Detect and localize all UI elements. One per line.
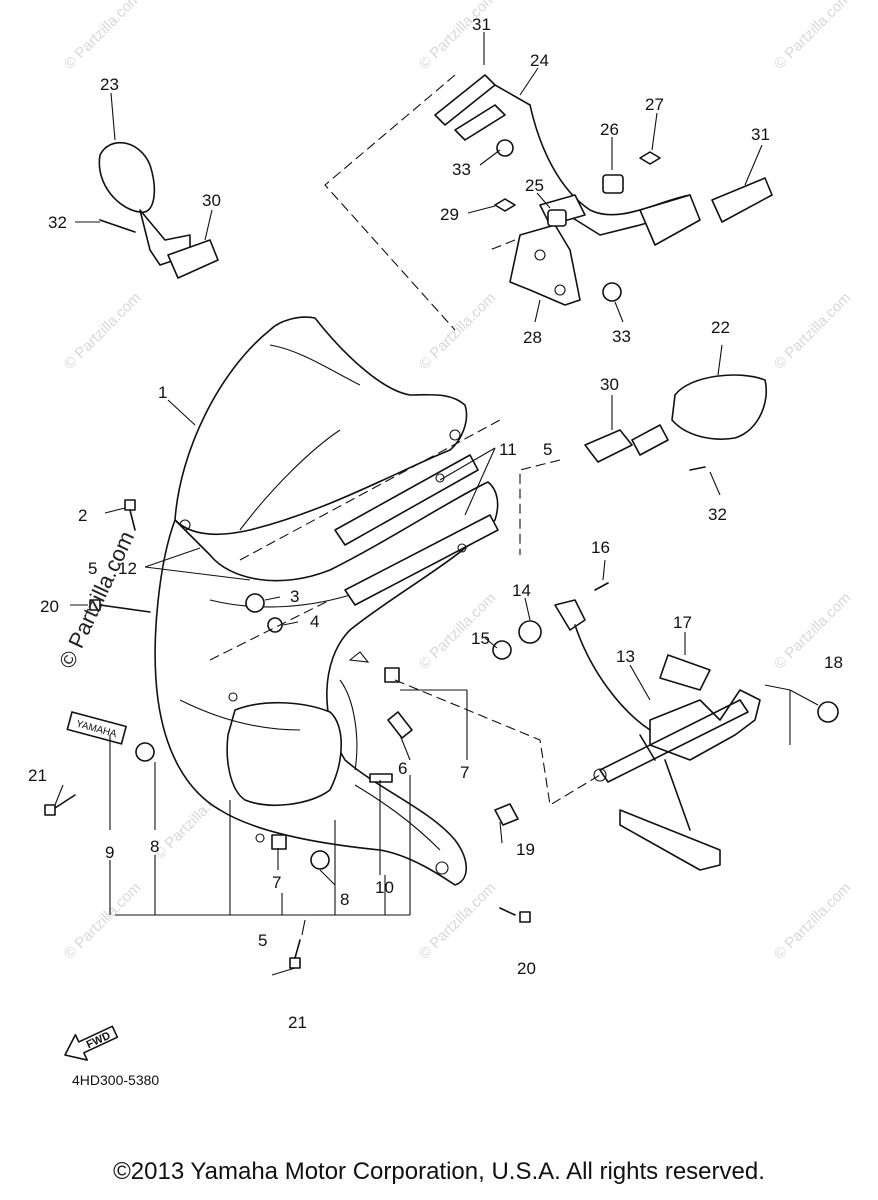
copyright-footer: ©2013 Yamaha Motor Corporation, U.S.A. A…: [113, 1158, 765, 1185]
callout-33-bottom: 33: [612, 327, 631, 346]
headlight-bracket: [509, 224, 581, 306]
callout-31-left: 31: [472, 15, 491, 34]
callout-9: 9: [105, 843, 114, 862]
callout-labels: 1 2 3 4 5 12 11 5 20 21 9 8 7 8 10 6 7 5…: [28, 15, 843, 1032]
watermark-vertical: © Partzilla.com: [54, 527, 139, 672]
diagram-code: 4HD300-5380: [72, 1072, 160, 1088]
callout-17: 17: [673, 613, 692, 632]
callout-16: 16: [591, 538, 610, 557]
callout-18: 18: [824, 653, 843, 672]
watermark: © Partzilla.com: [61, 0, 144, 73]
callout-15: 15: [471, 629, 490, 648]
callout-11: 11: [499, 440, 517, 459]
cowling: [154, 481, 499, 886]
callout-25: 25: [525, 176, 544, 195]
inner-trim-panels: [334, 454, 499, 606]
yamaha-emblem: YAMAHA: [66, 711, 127, 745]
hardware: [44, 139, 839, 969]
callout-5-top: 5: [543, 440, 552, 459]
callout-26: 26: [600, 120, 619, 139]
leader-lines: [54, 32, 819, 976]
callout-31-right: 31: [751, 125, 770, 144]
fwd-arrow: FWD: [64, 1025, 119, 1061]
callout-32-left: 32: [48, 213, 67, 232]
callout-32-right: 32: [708, 505, 727, 524]
callout-21-left: 21: [28, 766, 47, 785]
watermark: © Partzilla.com: [416, 289, 499, 372]
callout-19: 19: [516, 840, 535, 859]
watermark: © Partzilla.com: [771, 0, 854, 73]
fwd-label: FWD: [85, 1030, 113, 1051]
callout-20-left: 20: [40, 597, 59, 616]
callout-7-right: 7: [460, 763, 469, 782]
callout-7-bottom: 7: [272, 873, 281, 892]
watermark: © Partzilla.com: [771, 289, 854, 372]
upper-bracket: [434, 74, 773, 246]
callout-30-right: 30: [600, 375, 619, 394]
callout-21-bottom: 21: [288, 1013, 307, 1032]
callout-5-left: 5: [88, 559, 97, 578]
callout-8-bottom: 8: [340, 890, 349, 909]
callout-24: 24: [530, 51, 549, 70]
callout-28: 28: [523, 328, 542, 347]
callout-10: 10: [375, 878, 394, 897]
callout-12: 12: [118, 559, 137, 578]
callout-2: 2: [78, 506, 87, 525]
callout-3: 3: [290, 587, 299, 606]
mirror-right: [584, 374, 767, 463]
callout-4: 4: [310, 612, 319, 631]
watermark: © Partzilla.com: [61, 289, 144, 372]
mirror-left: [98, 141, 219, 279]
callout-23: 23: [100, 75, 119, 94]
watermark: © Partzilla.com: [416, 0, 499, 73]
watermark: © Partzilla.com: [416, 879, 499, 962]
watermark: © Partzilla.com: [771, 879, 854, 962]
cowling-stay: [554, 599, 761, 871]
windscreen: [174, 316, 468, 536]
callout-6: 6: [398, 759, 407, 778]
callout-33-left: 33: [452, 160, 471, 179]
callout-14: 14: [512, 581, 531, 600]
callout-20-bottom: 20: [517, 959, 536, 978]
callout-1: 1: [158, 383, 167, 402]
watermark: © Partzilla.com: [61, 879, 144, 962]
callout-27: 27: [645, 95, 664, 114]
callout-30-left: 30: [202, 191, 221, 210]
callout-22: 22: [711, 318, 730, 337]
callout-5-bottom: 5: [258, 931, 267, 950]
callout-13: 13: [616, 647, 635, 666]
callout-8-left: 8: [150, 837, 159, 856]
callout-29: 29: [440, 205, 459, 224]
